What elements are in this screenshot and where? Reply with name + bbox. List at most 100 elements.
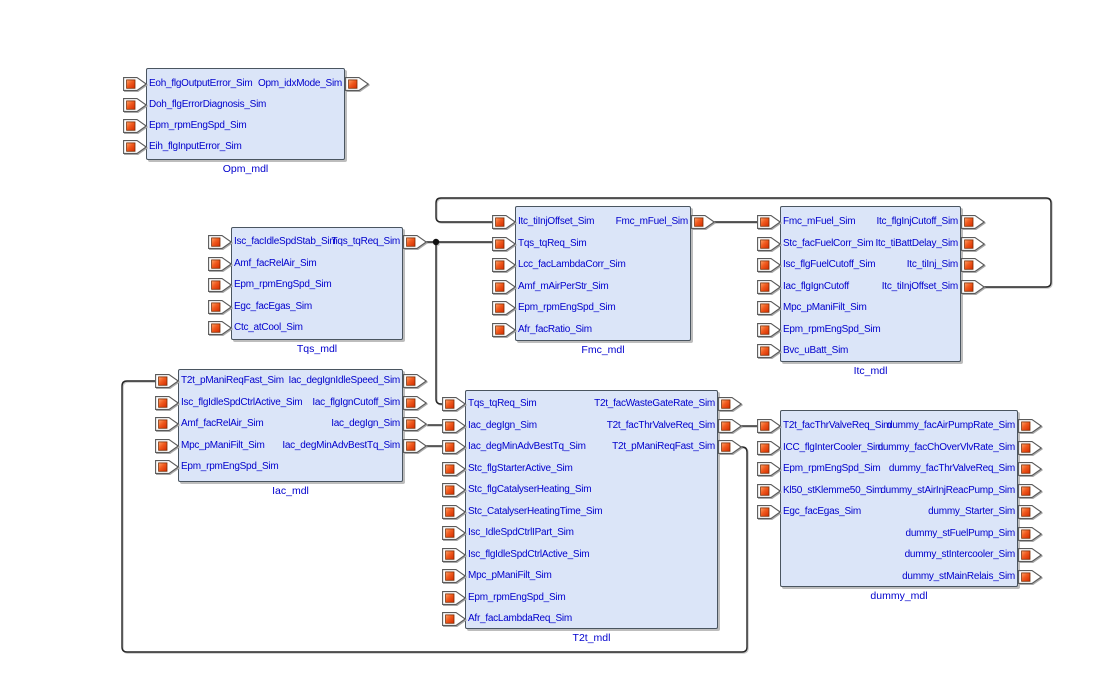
output-port-icon[interactable]	[718, 440, 742, 454]
wire-itc-tiinjoffset-to-fmc-feedback[interactable]	[435, 197, 1052, 288]
output-port-icon[interactable]	[961, 258, 985, 272]
input-port-label: Amf_facRelAir_Sim	[181, 418, 264, 429]
input-port-label: Epm_rpmEngSpd_Sim	[468, 591, 566, 603]
input-port-icon[interactable]	[208, 278, 232, 292]
output-port-icon[interactable]	[345, 77, 369, 91]
input-port-icon[interactable]	[442, 461, 466, 476]
input-port-icon[interactable]	[492, 236, 516, 251]
input-port-icon[interactable]	[442, 440, 466, 454]
output-port-icon[interactable]	[1018, 419, 1042, 433]
input-port-icon[interactable]	[442, 483, 466, 497]
output-port-icon[interactable]	[1018, 462, 1042, 476]
input-port-icon[interactable]	[123, 98, 147, 112]
input-port-icon[interactable]	[208, 235, 232, 249]
input-port-icon[interactable]	[757, 483, 781, 498]
output-port-icon[interactable]	[403, 438, 427, 453]
output-port-icon[interactable]	[1018, 548, 1042, 562]
output-port-icon[interactable]	[1018, 569, 1042, 584]
input-port-icon[interactable]	[492, 301, 516, 315]
output-port-icon[interactable]	[403, 395, 427, 410]
block-Tqs_mdl[interactable]	[231, 227, 403, 340]
input-port-icon[interactable]	[442, 504, 466, 519]
input-port-icon[interactable]	[757, 258, 781, 272]
input-port-icon[interactable]	[757, 301, 781, 315]
input-port-label: Ctc_atCool_Sim	[234, 322, 303, 333]
input-port-label: Egc_facEgas_Sim	[783, 506, 861, 517]
output-port-label: T2t_pManiReqFast_Sim	[612, 441, 715, 452]
input-port-icon[interactable]	[757, 344, 781, 358]
input-port-label: Epm_rpmEngSpd_Sim	[181, 461, 279, 472]
wire-tqs-tqreq-to-t2t[interactable]	[435, 242, 442, 405]
input-port-icon[interactable]	[442, 569, 466, 583]
output-port-label: dummy_facThrValveReq_Sim	[888, 463, 1015, 474]
input-port-icon[interactable]	[492, 215, 516, 229]
input-port-icon[interactable]	[757, 505, 781, 519]
block-Opm_mdl[interactable]	[146, 68, 345, 160]
block-dummy_mdl[interactable]	[780, 410, 1018, 587]
output-port-icon[interactable]	[961, 236, 985, 251]
output-port-label: Iac_degMinAdvBestTq_Sim	[282, 439, 400, 451]
wire-t2t-pmanireqfast-to-iac-feedback[interactable]	[121, 380, 748, 653]
output-port-icon[interactable]	[1018, 526, 1042, 541]
input-port-icon[interactable]	[757, 279, 781, 294]
output-port-label: dummy_facChOverVlvRate_Sim	[877, 441, 1016, 453]
input-port-label: Isc_IdleSpdCtrlIPart_Sim	[468, 527, 574, 538]
output-port-label: dummy_Starter_Sim	[928, 506, 1015, 517]
input-port-icon[interactable]	[492, 279, 516, 294]
output-port-label: Itc_flgInjCutoff_Sim	[876, 216, 958, 227]
output-port-icon[interactable]	[403, 374, 427, 388]
input-port-label: Mpc_pManiFilt_Sim	[181, 439, 265, 451]
input-port-icon[interactable]	[155, 438, 179, 453]
input-port-label: Afr_facRatio_Sim	[518, 323, 592, 335]
block-Iac_mdl[interactable]	[178, 369, 403, 482]
output-port-label: Itc_tiInj_Sim	[906, 259, 958, 270]
input-port-icon[interactable]	[155, 460, 179, 474]
input-port-icon[interactable]	[442, 418, 466, 433]
block-label: dummy_mdl	[870, 590, 928, 602]
output-port-icon[interactable]	[1018, 440, 1042, 455]
output-port-label: dummy_stMainRelais_Sim	[902, 570, 1015, 582]
output-port-icon[interactable]	[961, 279, 985, 294]
output-port-icon[interactable]	[961, 215, 985, 229]
output-port-icon[interactable]	[1018, 505, 1042, 519]
input-port-icon[interactable]	[123, 77, 147, 91]
block-label: T2t_mdl	[572, 632, 611, 644]
input-port-icon[interactable]	[757, 462, 781, 476]
input-port-icon[interactable]	[757, 236, 781, 251]
input-port-icon[interactable]	[492, 322, 516, 337]
input-port-icon[interactable]	[757, 440, 781, 455]
input-port-label: Epm_rpmEngSpd_Sim	[234, 279, 332, 290]
input-port-icon[interactable]	[492, 258, 516, 272]
input-port-icon[interactable]	[442, 526, 466, 540]
input-port-icon[interactable]	[123, 140, 147, 154]
output-port-icon[interactable]	[718, 397, 742, 411]
output-port-icon[interactable]	[1018, 483, 1042, 498]
output-port-label: T2t_facThrValveReq_Sim	[606, 419, 716, 431]
input-port-icon[interactable]	[208, 321, 232, 335]
output-port-icon[interactable]	[403, 417, 427, 431]
input-port-icon[interactable]	[208, 256, 232, 271]
input-port-icon[interactable]	[442, 590, 466, 605]
block-Itc_mdl[interactable]	[780, 206, 961, 362]
input-port-icon[interactable]	[155, 395, 179, 410]
input-port-icon[interactable]	[442, 397, 466, 411]
block-Fmc_mdl[interactable]	[515, 206, 691, 341]
output-port-label: dummy_stFuelPump_Sim	[905, 527, 1016, 539]
input-port-icon[interactable]	[757, 419, 781, 433]
input-port-icon[interactable]	[442, 612, 466, 626]
input-port-icon[interactable]	[123, 119, 147, 133]
output-port-icon[interactable]	[691, 215, 715, 229]
input-port-icon[interactable]	[757, 215, 781, 229]
output-port-icon[interactable]	[718, 418, 742, 433]
input-port-icon[interactable]	[155, 417, 179, 431]
input-port-label: Itc_tiInjOffset_Sim	[518, 216, 595, 227]
input-port-label: Isc_flgIdleSpdCtrlActive_Sim	[181, 396, 303, 408]
input-port-label: ICC_flgInterCooler_Sim	[783, 441, 884, 453]
output-port-icon[interactable]	[403, 235, 427, 249]
input-port-icon[interactable]	[155, 374, 179, 388]
block-T2t_mdl[interactable]	[465, 390, 718, 629]
input-port-icon[interactable]	[757, 322, 781, 337]
input-port-icon[interactable]	[208, 299, 232, 314]
input-port-icon[interactable]	[442, 547, 466, 562]
